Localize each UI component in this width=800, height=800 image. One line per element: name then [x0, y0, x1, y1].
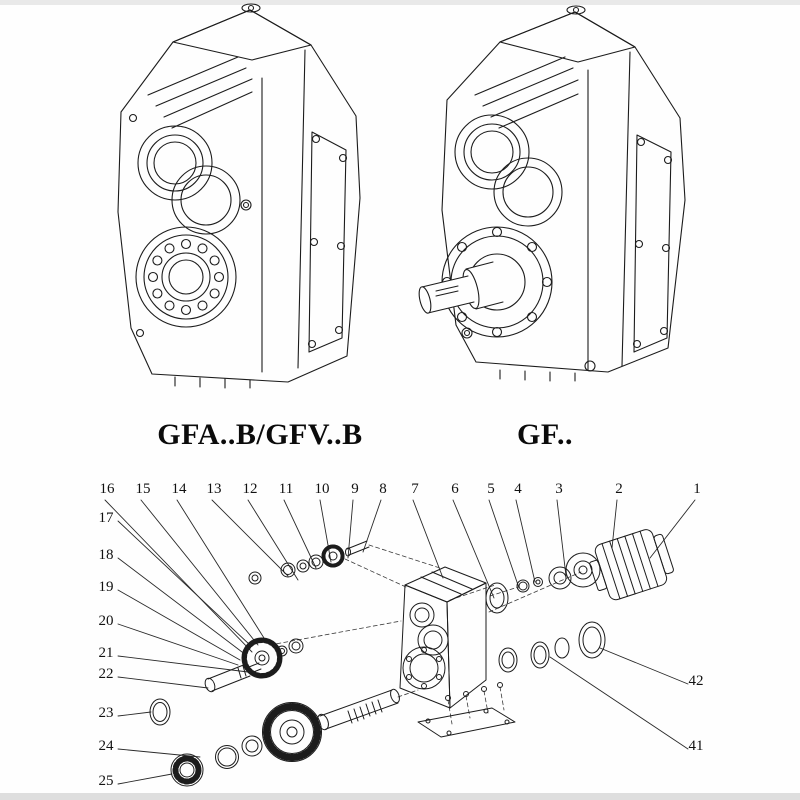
callout-16: 16	[99, 481, 115, 497]
model-label-gfa-b-gfv-b: GFA..B/GFV..B	[157, 418, 363, 451]
callout-12: 12	[242, 481, 258, 497]
exploded-parts-diagram	[104, 499, 696, 787]
callout-14: 14	[171, 481, 187, 497]
gear-housing	[399, 566, 487, 709]
motor-assembly	[565, 529, 674, 601]
callout-22: 22	[98, 666, 114, 682]
callout-41: 41	[688, 738, 704, 754]
model-label-gf: GF..	[517, 418, 573, 451]
callout-25: 25	[98, 773, 114, 789]
callout-5: 5	[487, 481, 495, 497]
photo-edge-top	[0, 0, 800, 5]
output-side-rings	[498, 621, 606, 673]
callout-2: 2	[615, 481, 623, 497]
callout-24: 24	[98, 738, 114, 754]
gears-and-washers	[241, 540, 370, 679]
callout-8: 8	[379, 481, 387, 497]
leader-lines	[104, 499, 696, 785]
retaining-ring	[149, 698, 171, 726]
photo-edge-bottom	[0, 793, 800, 800]
lower-bearing-set	[170, 735, 263, 787]
callout-19: 19	[98, 579, 114, 595]
callout-1: 1	[693, 481, 701, 497]
callout-23: 23	[98, 705, 114, 721]
callout-6: 6	[451, 481, 459, 497]
gearbox-drawing-gf	[418, 5, 686, 382]
callout-13: 13	[206, 481, 222, 497]
callout-18: 18	[98, 547, 114, 563]
motor-side-bearings-rings	[485, 566, 572, 614]
callout-9: 9	[351, 481, 359, 497]
callout-10: 10	[314, 481, 330, 497]
callout-42: 42	[688, 673, 704, 689]
callout-17: 17	[98, 510, 114, 526]
output-gear-and-shaft	[262, 688, 400, 762]
callout-11: 11	[278, 481, 294, 497]
callout-21: 21	[98, 645, 114, 661]
callout-15: 15	[135, 481, 151, 497]
callout-4: 4	[514, 481, 522, 497]
callout-7: 7	[411, 481, 419, 497]
callout-20: 20	[98, 613, 114, 629]
gearbox-drawing-gfa-b-gfv-b	[117, 3, 361, 389]
pinion-shaft	[204, 662, 262, 693]
gasket-plate	[417, 682, 516, 738]
callout-3: 3	[555, 481, 563, 497]
